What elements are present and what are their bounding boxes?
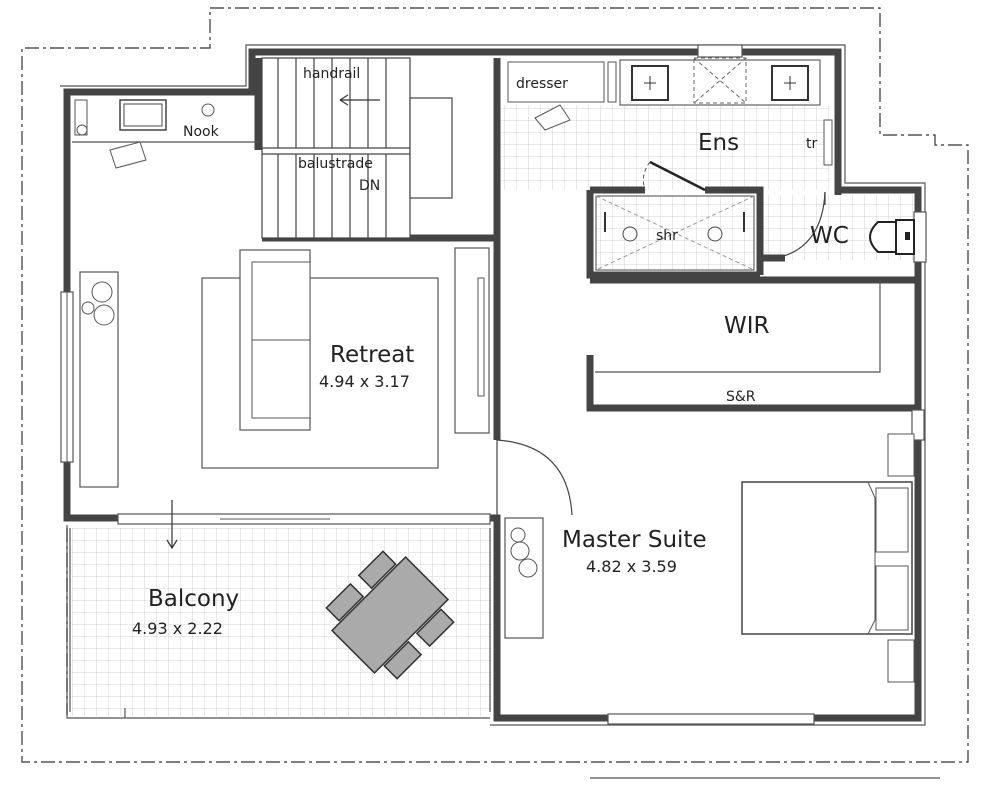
wc-door-swing xyxy=(763,191,826,261)
staircase xyxy=(261,57,453,239)
toilet xyxy=(869,219,915,255)
ensuite-towel-rail xyxy=(823,119,833,166)
wall-ens-shower xyxy=(590,186,764,275)
master-suite-label: Master Suite xyxy=(562,527,707,553)
shelf-rail-label: S&R xyxy=(726,389,756,405)
stair-direction-arrow xyxy=(339,94,380,106)
window-ensuite xyxy=(697,44,743,58)
retreat-rug xyxy=(201,277,439,469)
balcony-label: Balcony xyxy=(148,586,239,612)
towel-rail-label: tr xyxy=(806,136,817,152)
shower-door xyxy=(649,160,706,192)
upper-floor-walls-outer xyxy=(60,44,926,726)
nook-desk xyxy=(74,99,215,169)
master-kitchenette xyxy=(504,517,544,639)
ensuite-dresser xyxy=(507,61,617,131)
retreat-tv-unit xyxy=(454,247,490,434)
balcony-edge xyxy=(66,525,491,719)
ensuite-label: Ens xyxy=(698,130,739,156)
bedside-table-bottom xyxy=(887,639,915,683)
site-boundary xyxy=(21,7,969,763)
retreat-label: Retreat xyxy=(330,342,414,368)
window-wc xyxy=(913,211,927,263)
ensuite-shower xyxy=(595,160,755,271)
bedside-table-top xyxy=(887,433,915,477)
wall-wir-bottom xyxy=(586,355,918,412)
wall-ens-bottom xyxy=(586,190,760,279)
balcony-dims: 4.93 x 2.22 xyxy=(132,619,223,638)
nook-chair xyxy=(109,141,147,169)
retreat-kitchenette xyxy=(79,271,119,488)
balcony-dining-set xyxy=(325,550,455,680)
master-suite-dims: 4.82 x 3.59 xyxy=(586,557,677,576)
wir-label: WIR xyxy=(724,313,770,339)
retreat-dims: 4.94 x 3.17 xyxy=(319,372,410,391)
ensuite-vanity xyxy=(619,57,821,106)
retreat-sofa xyxy=(239,249,311,431)
nook-label: Nook xyxy=(183,124,220,140)
balcony-door-arrow xyxy=(166,500,178,550)
handrail-label: handrail xyxy=(303,66,360,82)
wc-label: WC xyxy=(810,223,849,249)
window-retreat-left xyxy=(60,291,74,463)
master-bed xyxy=(741,481,913,635)
master-door-swing xyxy=(496,439,573,516)
stair-dn-label: DN xyxy=(359,178,380,194)
window-master-right xyxy=(911,409,925,441)
dresser-label: dresser xyxy=(516,76,568,92)
window-master-bottom xyxy=(607,713,815,725)
balustrade-label: balustrade xyxy=(298,156,373,172)
wall-wir-right xyxy=(595,280,881,373)
shower-label: shr xyxy=(656,228,678,244)
window-balcony-doors xyxy=(117,513,491,525)
